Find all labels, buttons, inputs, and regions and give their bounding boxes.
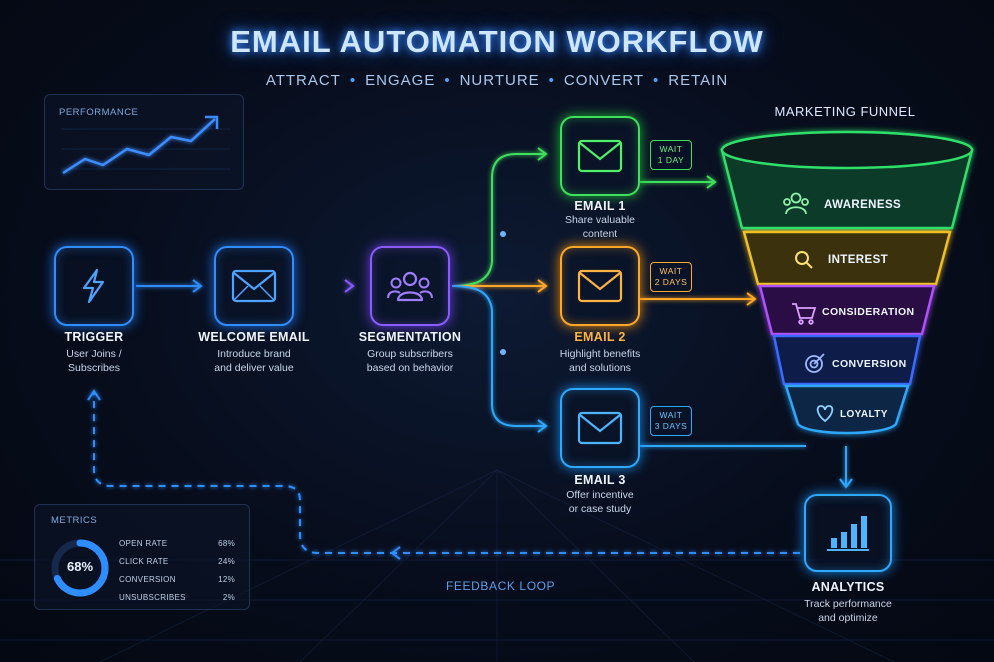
envelope-icon [577,411,623,445]
junction-dot [500,231,506,237]
junction-dot [500,349,506,355]
metric-conversion-value: 12% [218,575,235,584]
trigger-label: TRIGGER [64,330,124,344]
metrics-title: METRICS [51,515,98,526]
welcome-email-label: WELCOME EMAIL [198,330,310,344]
target-icon [805,353,825,373]
performance-title: PERFORMANCE [59,107,139,118]
feedback-loop-label: FEEDBACK LOOP [446,579,556,593]
email3-label: EMAIL 3 [574,473,626,487]
stage-convert: CONVERT [563,72,644,89]
email2-wait-line1: WAIT [659,266,683,276]
performance-trend-icon [61,115,231,175]
branch-email3 [451,285,545,427]
feedback-loop-path [93,392,800,554]
email1-wait-line1: WAIT [659,144,683,154]
email3-node[interactable] [560,388,640,468]
email2-wait-line2: 2 DAYS [654,277,688,287]
email3-desc: Offer incentive or case study [530,488,670,516]
metrics-donut [51,539,109,597]
analytics-desc: Track performance and optimize [778,597,918,625]
email2-label: EMAIL 2 [574,330,626,344]
metrics-panel: METRICS 68% OPEN RATE 68% CLICK RATE 24%… [34,504,250,610]
analytics-node[interactable] [804,494,892,572]
marketing-funnel [720,130,974,435]
metric-open-rate-name: OPEN RATE [119,539,168,548]
email2-node[interactable] [560,246,640,326]
email2-desc: Highlight benefits and solutions [530,347,670,375]
lightning-icon [82,268,105,304]
email1-wait-line2: 1 DAY [657,155,685,165]
segmentation-desc-line1: Group subscribers [367,348,453,360]
stage-retain: RETAIN [668,72,729,89]
segmentation-label: SEGMENTATION [358,330,462,344]
funnel-band-loyalty [784,384,910,435]
cart-icon [792,303,817,325]
funnel-band-interest [742,230,952,286]
metric-click-rate-value: 24% [218,557,235,566]
stage-strip: ATTRACT•ENGAGE•NURTURE•CONVERT•RETAIN [265,72,729,89]
magnifier-icon [795,251,813,269]
metric-unsubscribes-value: 2% [222,593,235,602]
bar-chart-icon [827,516,869,551]
funnel-stage-loyalty: LOYALTY [840,409,888,420]
email3-wait-badge: WAIT 3 DAYS [650,406,692,436]
email2-desc-line2: and solutions [569,362,631,374]
funnel-stage-consideration: CONSIDERATION [822,306,915,318]
donut-arc [51,539,109,597]
metric-click-rate-name: CLICK RATE [119,557,169,566]
analytics-label: ANALYTICS [811,580,885,594]
email2-desc-line1: Highlight benefits [559,348,641,360]
email1-desc: Share valuable content [530,213,670,241]
email1-node[interactable] [560,116,640,196]
heart-icon [816,405,834,423]
envelope-icon [577,139,623,173]
stage-engage: ENGAGE [365,72,436,89]
envelope-icon [577,269,623,303]
performance-panel: PERFORMANCE [44,94,244,190]
analytics-desc-line2: and optimize [818,612,878,624]
welcome-desc-line1: Introduce brand [217,348,291,360]
welcome-desc-line2: and deliver value [214,362,294,374]
trigger-desc: User Joins / Subscribes [34,347,154,375]
envelope-icon [231,269,277,303]
people-icon [783,192,809,215]
funnel-stage-conversion: CONVERSION [832,358,907,370]
segmentation-desc: Group subscribers based on behavior [340,347,480,375]
email3-desc-line1: Offer incentive [566,489,634,501]
branch-email1 [451,153,545,287]
funnel-title: MARKETING FUNNEL [774,104,916,119]
segmentation-desc-line2: based on behavior [366,362,454,374]
funnel-stage-awareness: AWARENESS [824,199,902,211]
trigger-node[interactable] [54,246,134,326]
funnel-rim [720,130,974,170]
funnel-stage-interest: INTEREST [828,254,889,266]
trigger-desc-line2: Subscribes [68,362,120,374]
email2-wait-badge: WAIT 2 DAYS [650,262,692,292]
metric-conversion-name: CONVERSION [119,575,176,584]
email1-wait-badge: WAIT 1 DAY [650,140,692,170]
email3-wait-line2: 3 DAYS [654,421,688,431]
trigger-desc-line1: User Joins / [66,348,122,360]
analytics-desc-line1: Track performance [804,598,892,610]
group-icon [387,271,433,302]
metric-open-rate-value: 68% [218,539,235,548]
segmentation-node[interactable] [370,246,450,326]
stage-nurture: NURTURE [459,72,540,89]
email3-desc-line2: or case study [568,503,632,515]
welcome-email-desc: Introduce brand and deliver value [184,347,324,375]
email3-wait-line1: WAIT [659,410,683,420]
email1-desc-line2: content [582,228,618,240]
donut-value: 68% [66,559,94,574]
page-title: EMAIL AUTOMATION WORKFLOW [230,24,764,59]
email1-label: EMAIL 1 [574,199,626,213]
email1-desc-line1: Share valuable [564,214,636,226]
metric-unsubscribes-name: UNSUBSCRIBES [119,593,186,602]
stage-attract: ATTRACT [265,72,341,89]
welcome-email-node[interactable] [214,246,294,326]
